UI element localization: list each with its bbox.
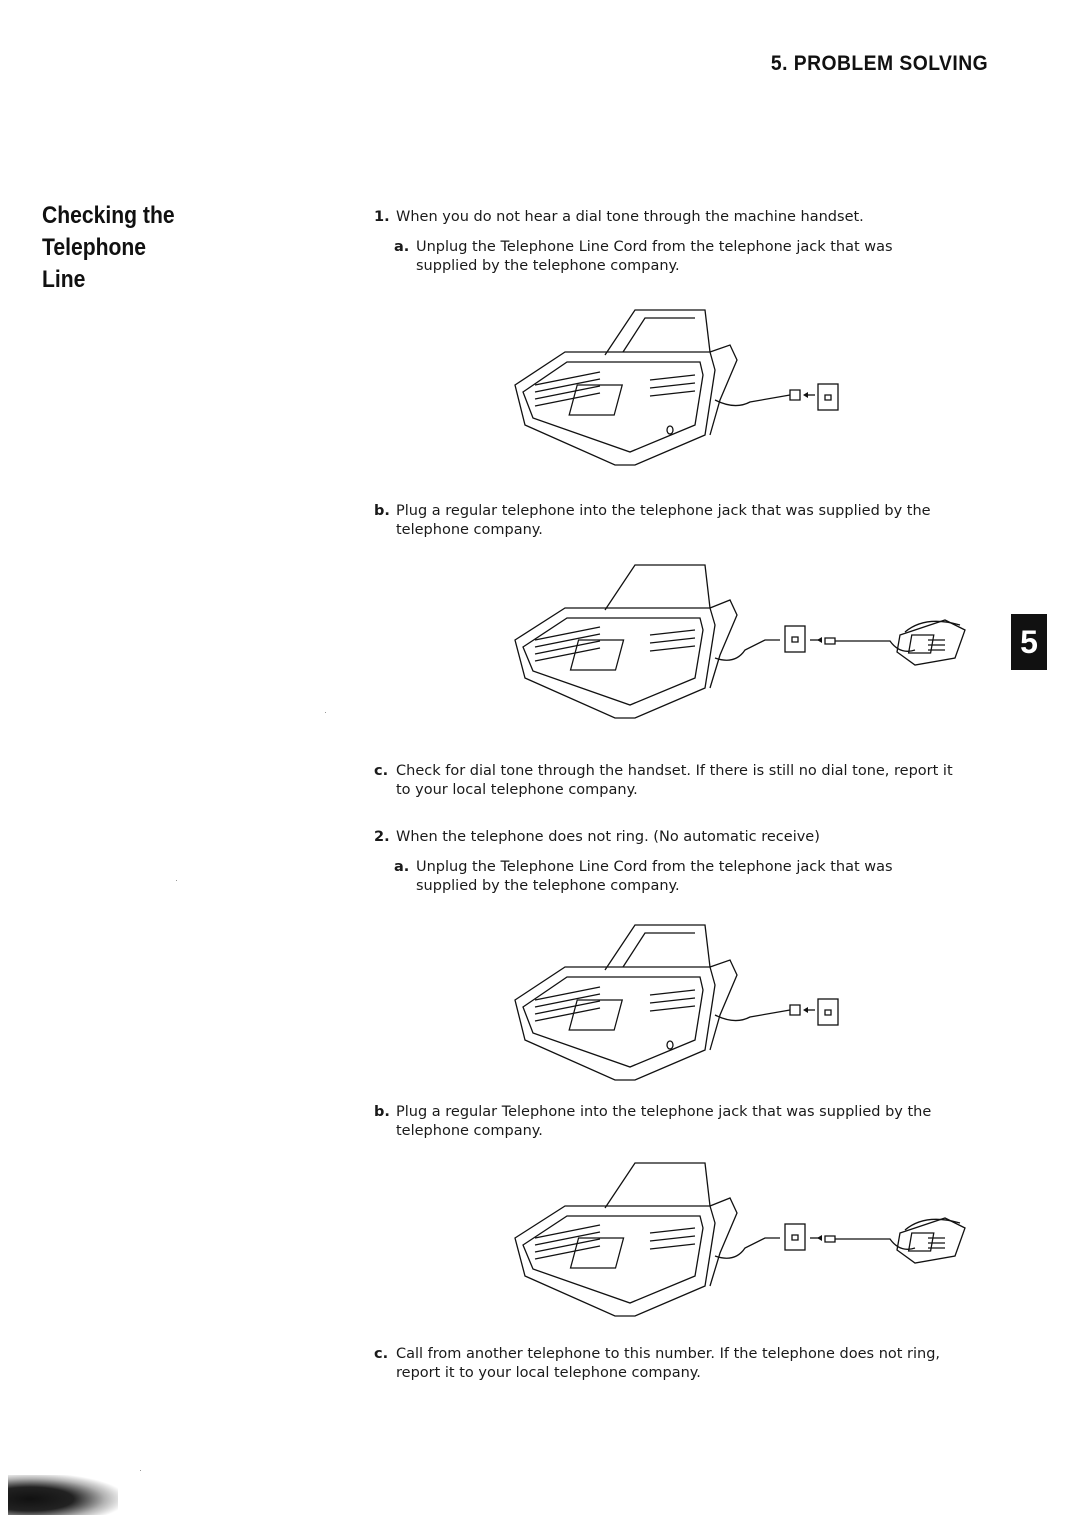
step-1b-text: Plug a regular telephone into the teleph…	[396, 503, 931, 538]
step-2c: c. Call from another telephone to this n…	[374, 1345, 956, 1383]
telephone-plugged-illustration	[514, 564, 966, 719]
step-2b: b. Plug a regular Telephone into the tel…	[374, 1103, 956, 1141]
step-1a-text: Unplug the Telephone Line Cord from the …	[416, 239, 893, 274]
step-1c: c. Check for dial tone through the hands…	[374, 762, 956, 800]
step-2-text: When the telephone does not ring. (No au…	[396, 829, 820, 845]
section-title-line-1: Checking the Telephone	[42, 202, 175, 261]
step-2b-marker: b.	[374, 1104, 390, 1120]
step-2c-text: Call from another telephone to this numb…	[396, 1346, 941, 1381]
chapter-tab: 5	[1011, 614, 1047, 670]
scan-speck	[176, 880, 177, 881]
step-2: 2. When the telephone does not ring. (No…	[374, 828, 976, 847]
step-2a-marker: a.	[394, 859, 410, 875]
step-2c-marker: c.	[374, 1346, 389, 1362]
step-2a-text: Unplug the Telephone Line Cord from the …	[416, 859, 893, 894]
step-2a: a. Unplug the Telephone Line Cord from t…	[394, 858, 956, 896]
fax-unplugged-illustration	[514, 309, 839, 466]
scan-smudge	[8, 1475, 118, 1515]
section-title: Checking the Telephone Line	[42, 200, 280, 296]
fax-unplugged-illustration-2	[514, 924, 839, 1081]
scan-speck	[140, 1470, 141, 1471]
section-header: 5. PROBLEM SOLVING	[770, 52, 988, 75]
step-2b-text: Plug a regular Telephone into the teleph…	[396, 1104, 932, 1139]
telephone-plugged-illustration-2	[514, 1162, 966, 1317]
step-2-marker: 2.	[374, 829, 390, 845]
step-1: 1. When you do not hear a dial tone thro…	[374, 208, 976, 227]
step-1b-marker: b.	[374, 503, 390, 519]
step-1c-text: Check for dial tone through the handset.…	[396, 763, 953, 798]
step-1c-marker: c.	[374, 763, 389, 779]
section-title-line-2: Line	[42, 266, 86, 293]
step-1b: b. Plug a regular telephone into the tel…	[374, 502, 956, 540]
step-1-marker: 1.	[374, 209, 390, 225]
step-1a: a. Unplug the Telephone Line Cord from t…	[394, 238, 956, 276]
step-1a-marker: a.	[394, 239, 410, 255]
step-1-text: When you do not hear a dial tone through…	[396, 209, 864, 225]
scan-speck	[325, 712, 326, 713]
